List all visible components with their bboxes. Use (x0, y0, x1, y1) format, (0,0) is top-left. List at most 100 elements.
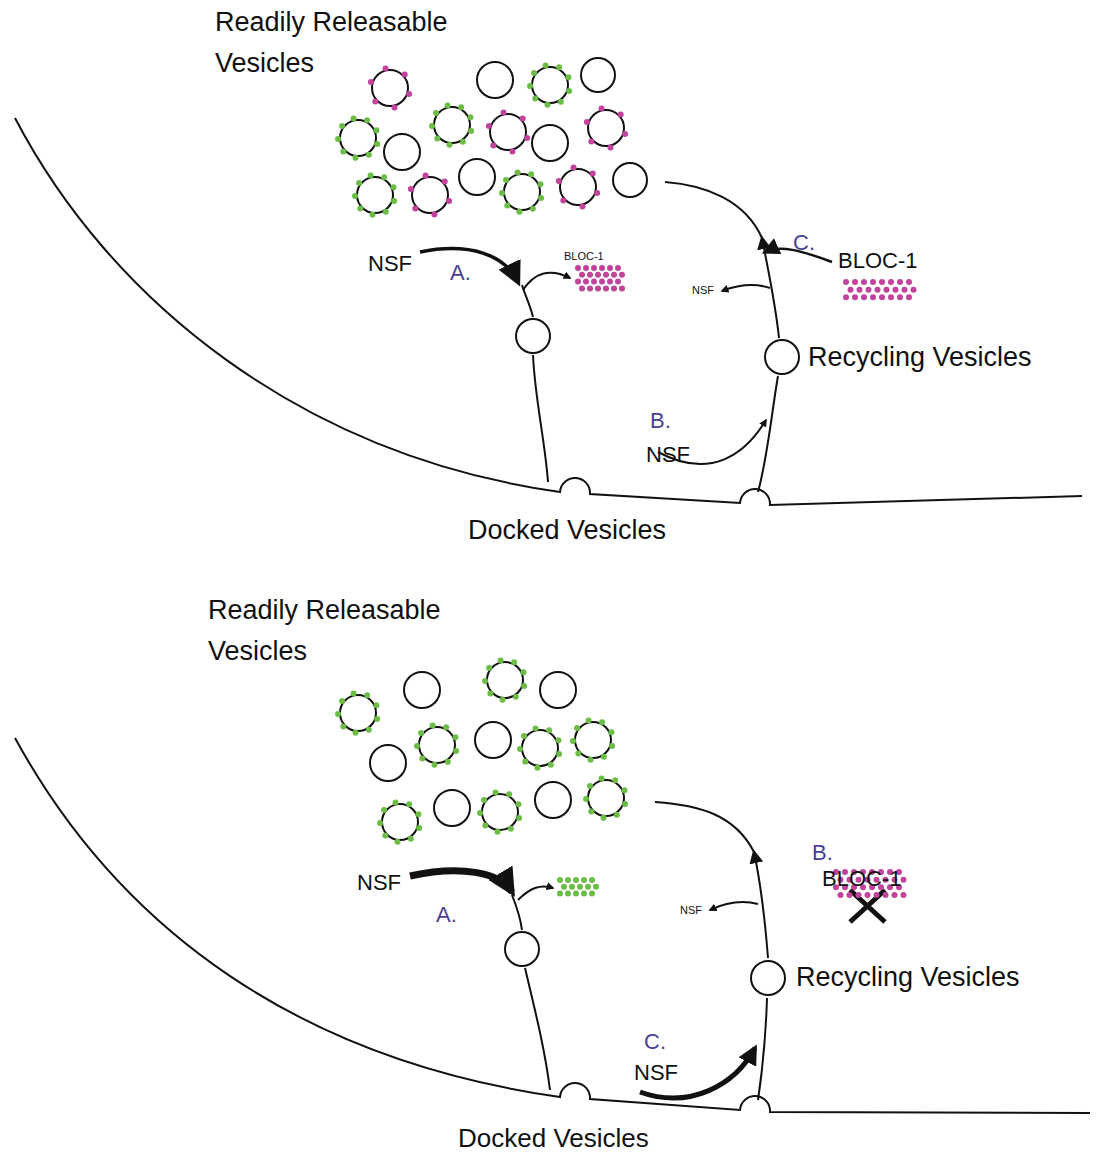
protein-label: NSF (680, 904, 702, 917)
nsf-release-arrow (710, 902, 758, 910)
step-label: C. (644, 1025, 666, 1058)
protein-dot (603, 285, 609, 291)
protein-dot (406, 801, 412, 807)
protein-dot (579, 285, 585, 291)
protein-dot (618, 111, 624, 117)
protein-dot (555, 737, 561, 743)
protein-dot (372, 99, 378, 105)
protein-dot (544, 102, 550, 108)
protein-dot (445, 759, 451, 765)
protein-dot (364, 117, 370, 123)
protein-dot (607, 279, 613, 285)
protein-label: NSF (646, 438, 690, 471)
protein-dot (581, 877, 587, 883)
protein-label: NSF (692, 284, 714, 297)
protein-dot (402, 71, 408, 77)
protein-dot (595, 285, 601, 291)
protein-dot (906, 294, 912, 300)
protein-dot (543, 62, 549, 68)
protein-dot (866, 287, 872, 293)
protein-dot (501, 109, 507, 115)
protein-dot (902, 287, 908, 293)
protein-dot (556, 178, 562, 184)
protein-label: BLOC-1 (822, 862, 901, 895)
protein-dot (557, 891, 563, 897)
vesicle (372, 70, 408, 106)
protein-dot (446, 142, 452, 148)
protein-dot (888, 279, 894, 285)
vesicle (588, 780, 624, 816)
vesicle (434, 790, 470, 826)
cycle-line (758, 376, 778, 492)
protein-dot (498, 657, 504, 663)
protein-dot (515, 801, 521, 807)
protein-dot (381, 174, 387, 180)
protein-dot (524, 135, 530, 141)
protein-dot (901, 892, 907, 898)
protein-dot (442, 178, 448, 184)
step-label: A. (450, 256, 471, 289)
protein-dot (897, 279, 903, 285)
vesicle (613, 163, 647, 197)
protein-dot (608, 729, 614, 735)
protein-dot (340, 724, 346, 730)
protein-dot (573, 891, 579, 897)
vesicle (419, 727, 455, 763)
protein-dot (548, 762, 554, 768)
protein-dot (499, 697, 505, 703)
protein-dot (591, 265, 597, 271)
protein-dot (852, 294, 858, 300)
protein-dot (587, 757, 593, 763)
protein-dot (394, 839, 400, 845)
protein-label: BLOC-1 (838, 244, 917, 277)
protein-dot (615, 265, 621, 271)
protein-dot (430, 722, 436, 728)
protein-dot (527, 83, 533, 89)
protein-dot (351, 115, 357, 121)
protein-dot (508, 826, 514, 832)
protein-dot (377, 820, 383, 826)
protein-dot (561, 884, 567, 890)
vesicle (487, 662, 523, 698)
protein-dot (381, 807, 387, 813)
protein-dot (603, 272, 609, 278)
protein-dot (599, 265, 605, 271)
protein-dot (364, 692, 370, 698)
protein-label: BLOC-1 (564, 250, 604, 263)
protein-dot (546, 727, 552, 733)
protein-dot (423, 172, 429, 178)
protein-dot (482, 678, 488, 684)
protein-dot (434, 136, 440, 142)
protein-dot (522, 759, 528, 765)
protein-dot (599, 279, 605, 285)
protein-dot (601, 754, 607, 760)
protein-dot (594, 190, 600, 196)
protein-dot (382, 833, 388, 839)
protein-dot (614, 812, 620, 818)
vesicle (540, 672, 576, 708)
protein-dot (419, 756, 425, 762)
protein-dot (560, 198, 566, 204)
protein-dot (587, 285, 593, 291)
vesicle (560, 169, 596, 205)
protein-dot (879, 294, 885, 300)
protein-dot (511, 659, 517, 665)
protein-dot (566, 88, 572, 94)
protein-dot (612, 777, 618, 783)
protein-dot (443, 724, 449, 730)
protein-label: NSF (368, 247, 412, 280)
protein-dot (460, 139, 466, 145)
protein-dot (369, 212, 375, 218)
protein-dot (503, 177, 509, 183)
protein-dot (888, 294, 894, 300)
protein-dot (585, 884, 591, 890)
protein-dot (874, 892, 880, 898)
protein-dot (351, 690, 357, 696)
protein-dot (416, 825, 422, 831)
protein-dot (537, 181, 543, 187)
protein-dot (429, 123, 435, 129)
vesicle (477, 62, 513, 98)
protein-dot (861, 294, 867, 300)
protein-dot (373, 702, 379, 708)
protein-dot (530, 206, 536, 212)
